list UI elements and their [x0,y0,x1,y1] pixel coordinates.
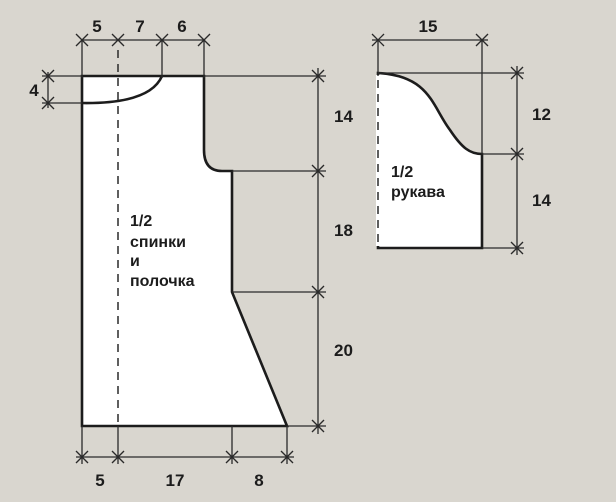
right-ticks [311,69,325,433]
sleeve-piece-outline [376,71,484,250]
dim-top-5: 5 [92,17,101,36]
dim-bottom-17: 17 [166,471,185,490]
dim-sleeve-top-15: 15 [419,17,438,36]
dim-bottom-8: 8 [254,471,263,490]
left-ticks [41,69,55,110]
body-label-back: спинки [130,234,186,251]
dim-right-14: 14 [334,107,353,126]
body-neckline [81,75,164,105]
body-label-half: 1/2 [130,213,152,230]
body-label-front: полочка [130,273,195,290]
body-label-and: и [130,253,140,270]
sleeve-right-ticks [510,66,524,255]
dim-top-7: 7 [135,17,144,36]
dim-sleeve-right-14: 14 [532,191,551,210]
bottom-ticks [75,450,294,464]
top-ticks [75,33,211,47]
sleeve-top-ticks [371,33,489,47]
dim-right-20: 20 [334,341,353,360]
dim-right-18: 18 [334,221,353,240]
sleeve-label-half: 1/2 [391,164,413,181]
dim-bottom-5: 5 [95,471,104,490]
body-piece-outline [80,74,289,428]
dim-left-4: 4 [29,81,39,100]
dim-sleeve-right-12: 12 [532,105,551,124]
dim-top-6: 6 [177,17,186,36]
sleeve-label-sleeve: рукава [391,184,445,201]
